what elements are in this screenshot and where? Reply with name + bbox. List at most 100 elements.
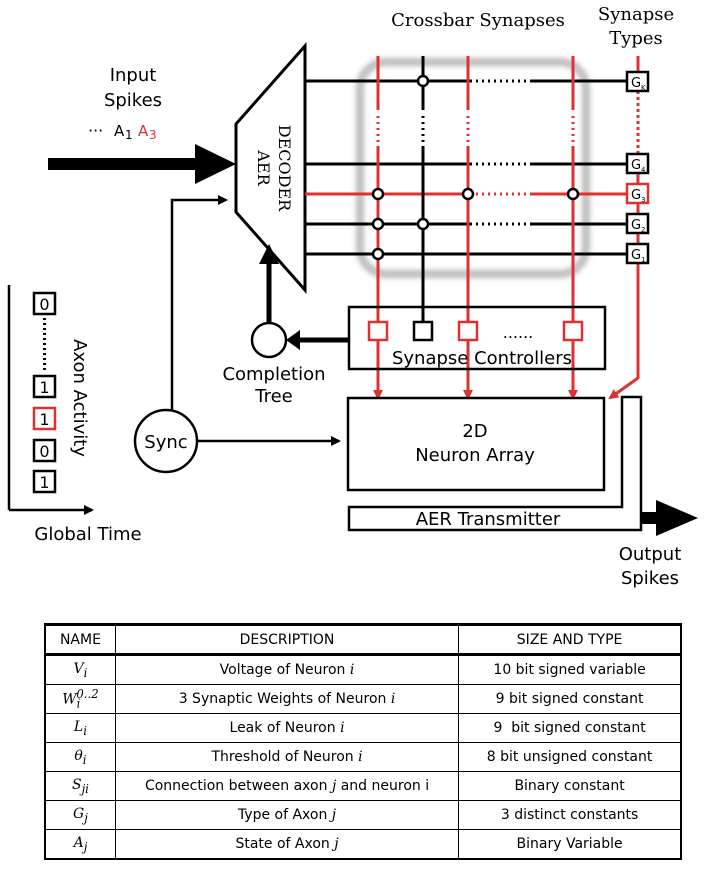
synapse-type-g1-sub: 1: [641, 256, 645, 264]
param-description-text: Connection between axon: [144, 778, 332, 794]
param-description-text: Leak of Neuron: [229, 720, 341, 736]
param-symbol-sub: j: [83, 839, 88, 854]
param-description-var: j: [334, 836, 339, 852]
synapse-type-g4-letter: G: [631, 158, 641, 173]
param-symbol-letter: A: [73, 834, 84, 851]
param-description: Voltage of Neuron i: [114, 654, 460, 685]
aer-transmitter-box: [347, 395, 643, 532]
output-arrow-head: [656, 500, 698, 536]
synapse-types-title-2: Types: [609, 28, 663, 49]
param-symbol-sup: 0..2: [76, 687, 99, 702]
header-name: NAME: [43, 623, 116, 656]
param-symbol-sub: i: [82, 752, 87, 767]
param-description: State of Axon j: [114, 829, 460, 860]
param-symbol: Sji: [43, 771, 116, 801]
axon-activity-label: Axon Activity: [69, 339, 90, 457]
aer-decoder-label-1: AER: [254, 149, 273, 186]
neuron-array-label-1: 2D: [462, 421, 487, 442]
input-spikes-label-1: Input: [110, 65, 157, 86]
completion-tree-node: [250, 321, 288, 359]
header-size-type: SIZE AND TYPE: [458, 623, 683, 656]
param-description: Connection between axon j and neuron i: [114, 771, 460, 801]
param-symbol-letter: G: [73, 805, 85, 822]
param-size-type: 10 bit signed variable: [458, 654, 683, 685]
param-description-text: Voltage of Neuron: [219, 662, 350, 678]
synapse-type-g4-sub: 4: [641, 166, 646, 174]
input-seq-a3: A: [138, 122, 149, 140]
param-symbol: Vi: [43, 654, 116, 685]
param-size-type: 3 distinct constants: [458, 800, 683, 830]
crossbar-title: Crossbar Synapses: [391, 10, 565, 31]
aer-decoder: [234, 42, 307, 294]
axon-bit-3: 0: [39, 442, 49, 461]
param-size-type: 9 bit signed constant: [458, 713, 683, 743]
completion-tree-label-2: Tree: [254, 386, 293, 407]
synapse-type-g4: [625, 152, 650, 175]
param-symbol: θi: [43, 742, 116, 772]
aer-decoder-label-2: DECODER: [275, 125, 294, 212]
param-description: Type of Axon j: [114, 800, 460, 830]
param-description-text: Type of Axon: [237, 807, 332, 823]
input-arrow-head: [195, 144, 236, 184]
param-symbol-letter: θ: [74, 747, 83, 764]
synapse-type-boxes: G K G 4 G 3 G 2 G 1: [625, 70, 650, 265]
synapse-type-g3-letter: G: [631, 188, 641, 203]
param-symbol-sub: i: [76, 696, 81, 711]
synapse-type-gk-letter: G: [631, 76, 641, 91]
sync-label: Sync: [144, 432, 187, 453]
output-spikes-label-1: Output: [619, 544, 682, 565]
axon-activity-bits: 0 1 1 0 1: [32, 291, 57, 494]
param-description-var: i: [390, 691, 396, 707]
controllers-dots: ......: [503, 323, 534, 342]
param-symbol: Gj: [43, 800, 116, 830]
completion-tree-label-1: Completion: [222, 364, 325, 385]
synapse-type-gk-sub: K: [641, 84, 646, 92]
input-seq-a3-sub: 3: [149, 128, 157, 142]
synapse-types-title-1: Synapse: [598, 4, 674, 25]
synapse-controllers-label: Synapse Controllers: [392, 348, 572, 369]
synapse-type-g3: [625, 182, 650, 205]
tree-to-decoder-head: [259, 244, 279, 264]
param-symbol-sub: j: [84, 810, 88, 825]
param-description-tail: and neuron i: [336, 778, 430, 794]
param-size-type: Binary Variable: [458, 829, 683, 860]
param-symbol-letter: W: [62, 691, 77, 708]
dendrite-lines: [373, 56, 640, 400]
param-description-text: 3 Synaptic Weights of Neuron: [178, 691, 391, 707]
axon-lines: [305, 79, 626, 256]
header-description: DESCRIPTION: [114, 623, 460, 656]
param-size-type: 8 bit unsigned constant: [458, 742, 683, 772]
synapse-type-g1: [625, 242, 650, 265]
global-time-label: Global Time: [34, 524, 141, 545]
synapse-type-g1-letter: G: [631, 248, 641, 263]
crossbar-highlight: [356, 58, 590, 278]
controllers-to-tree-head: [286, 330, 300, 350]
param-size-type: 9 bit signed constant: [458, 684, 683, 714]
param-description: Leak of Neuron i: [114, 713, 460, 743]
axon-bit-1: 1: [39, 378, 49, 397]
sync-to-decoder-arrow: [170, 195, 228, 410]
crossbar-highlight-edge: [359, 61, 587, 275]
param-description-text: State of Axon: [235, 836, 335, 852]
input-seq-a1-sub: 1: [125, 128, 133, 142]
synapse-type-g3-sub: 3: [641, 196, 645, 204]
param-description-var: j: [331, 778, 337, 794]
param-symbol-sub: i: [83, 665, 88, 680]
param-symbol-sub: i: [83, 723, 87, 738]
param-symbol: Wi0..2: [43, 684, 116, 714]
synapse-type-g2-sub: 2: [641, 226, 645, 234]
synapse-nodes: [371, 74, 580, 261]
param-symbol: Aj: [43, 829, 116, 860]
input-spikes-label-2: Spikes: [104, 90, 162, 111]
axon-bit-2: 1: [39, 410, 49, 429]
synapse-type-g2-letter: G: [631, 218, 641, 233]
param-description-var: i: [358, 749, 363, 765]
param-description-text: Threshold of Neuron: [211, 749, 359, 765]
